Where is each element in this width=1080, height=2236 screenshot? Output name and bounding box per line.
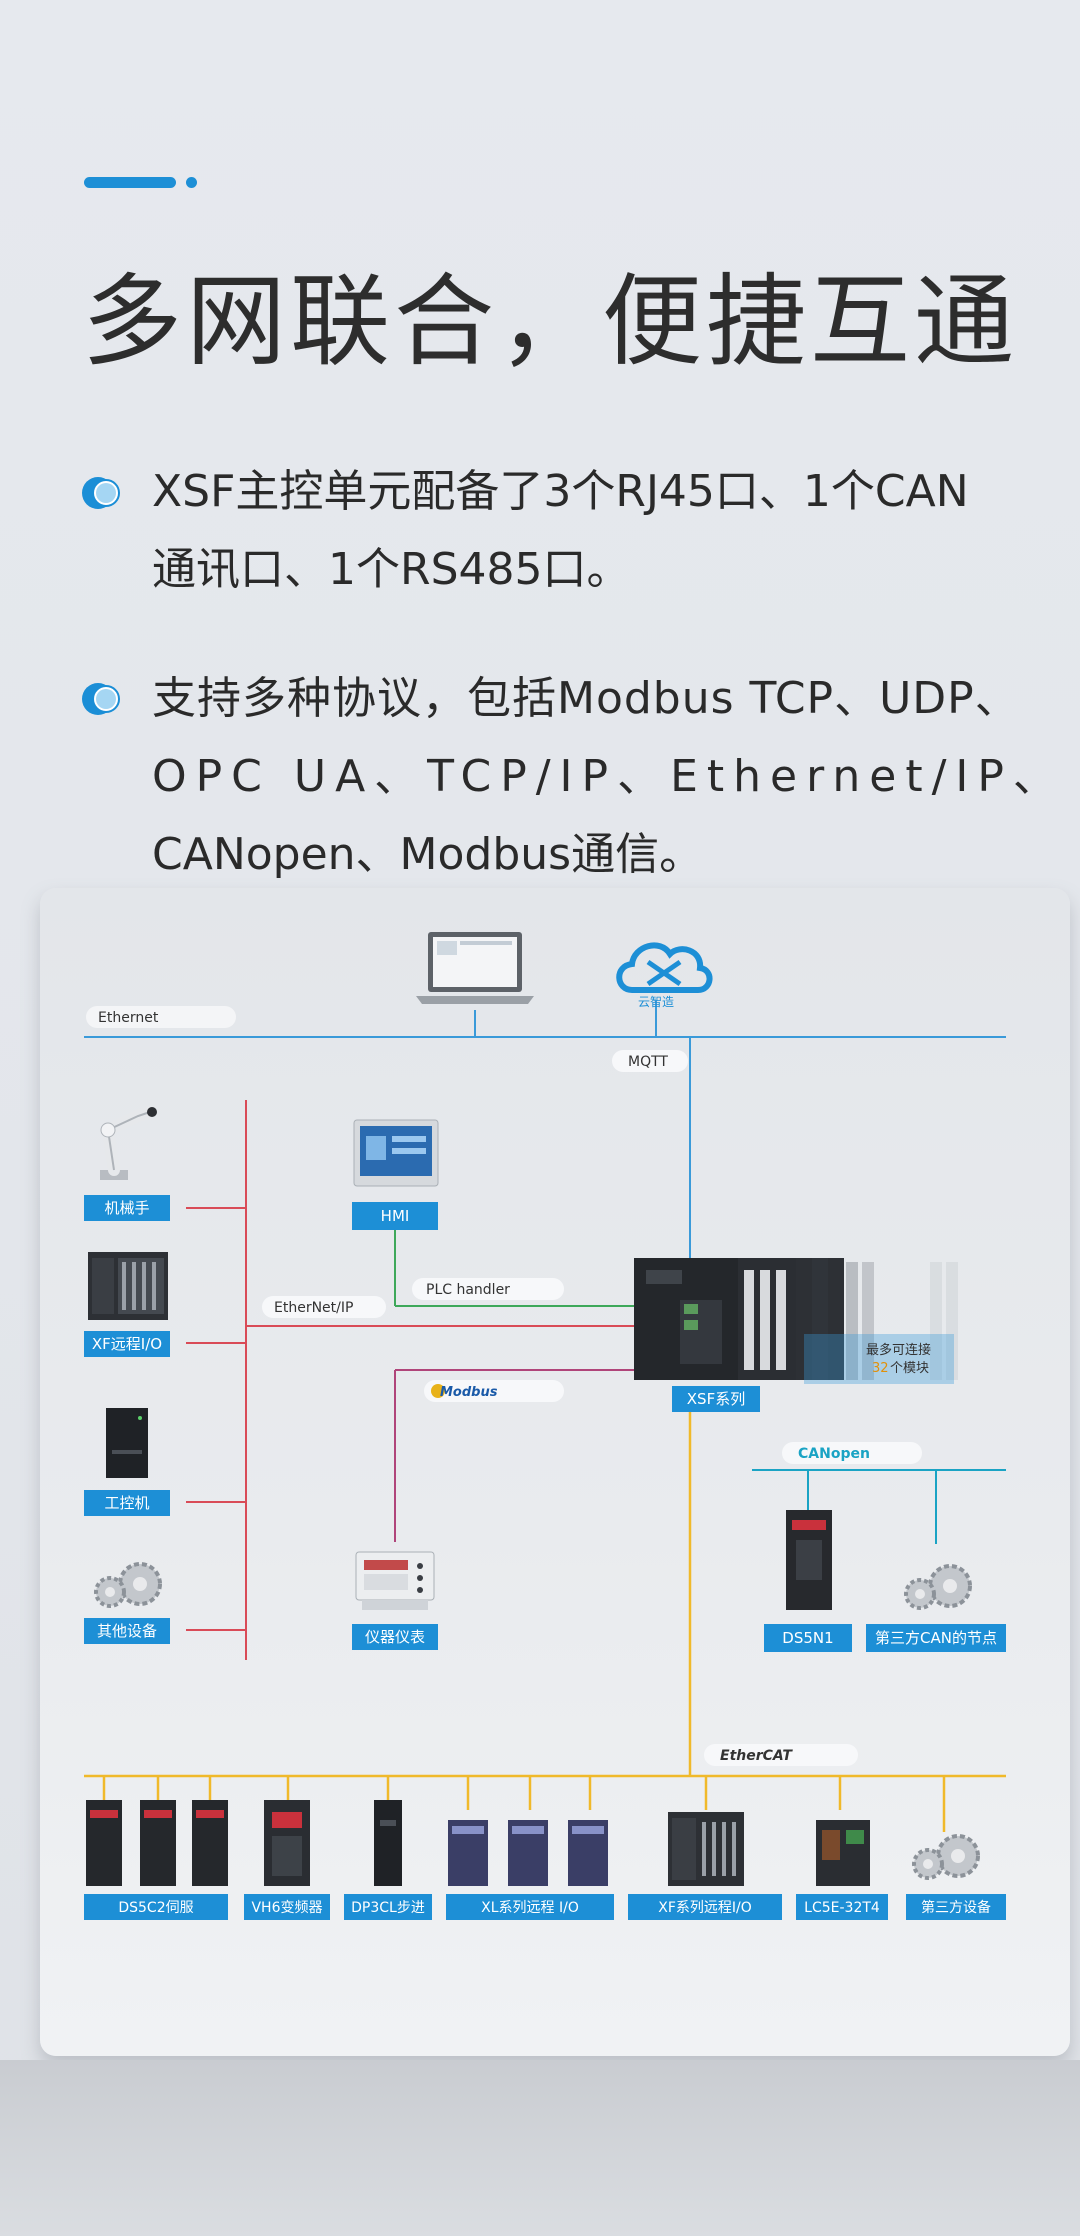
device-label-lc5e: LC5E-32T4 [796, 1894, 888, 1920]
canopen-lines [752, 1469, 1006, 1544]
bullet-2-line-1: 支持多种协议，包括Modbus TCP、UDP、 [152, 673, 1020, 724]
bullet-1-line-1: XSF主控单元配备了3个RJ45口、1个CAN [152, 466, 969, 517]
svg-text:PLC handler: PLC handler [426, 1282, 510, 1298]
hmi-icon [353, 1119, 439, 1187]
svg-text:DS5C2伺服: DS5C2伺服 [118, 1900, 193, 1916]
svg-text:LC5E-32T4: LC5E-32T4 [804, 1900, 880, 1916]
svg-text:VH6变频器: VH6变频器 [251, 1900, 322, 1916]
industrial-pc-icon [106, 1408, 148, 1478]
ds5c2-servo-icon [86, 1800, 228, 1886]
bullet-2-line-3: CANopen、Modbus通信。 [152, 829, 704, 880]
svg-text:机械手: 机械手 [104, 1199, 149, 1217]
xl-remote-io-icon [448, 1820, 608, 1886]
plc-handler-tag: PLC handler [412, 1278, 564, 1300]
module-note-number: 32 [872, 1361, 889, 1376]
device-label-dp3cl: DP3CL步进 [344, 1894, 432, 1920]
device-label-xf-io-2: XF系列远程I/O [628, 1894, 782, 1920]
module-note-line-1: 最多可连接 [866, 1342, 931, 1358]
device-label-xf-io: XF远程I/O [84, 1331, 170, 1357]
svg-text:DS5N1: DS5N1 [782, 1629, 833, 1647]
device-label-third-device: 第三方设备 [906, 1894, 1006, 1920]
device-label-other: 其他设备 [84, 1618, 170, 1644]
device-label-robot: 机械手 [84, 1195, 170, 1221]
device-label-xsf: XSF系列 [672, 1386, 760, 1412]
bullet-icon [82, 477, 124, 509]
svg-text:XSF系列: XSF系列 [687, 1390, 745, 1408]
svg-text:工控机: 工控机 [104, 1494, 149, 1512]
accent-dot [186, 177, 197, 188]
device-label-vh6: VH6变频器 [244, 1894, 330, 1920]
mqtt-tag: MQTT [612, 1050, 688, 1072]
third-party-device-gears-icon [912, 1834, 980, 1880]
svg-text:HMI: HMI [381, 1207, 410, 1225]
xsf-controller-icon [634, 1258, 958, 1384]
meter-icon [355, 1551, 435, 1610]
device-label-ds5c2: DS5C2伺服 [84, 1894, 228, 1920]
laptop-icon [416, 932, 534, 1004]
ethercat-lines [84, 1410, 1006, 1832]
bullet-2-line-2: OPC UA、TCP/IP、Ethernet/IP、 [152, 751, 1066, 802]
modbus-tag: Modbus [424, 1380, 564, 1402]
ethernet-ip-lines [186, 1100, 680, 1660]
ethernet-lines [84, 1000, 1006, 1290]
device-label-meter: 仪器仪表 [352, 1624, 438, 1650]
robot-arm-icon [100, 1106, 157, 1180]
plc-handler-lines [394, 1230, 680, 1307]
floor-shadow [0, 2060, 1080, 2236]
xf-remote-io-icon [88, 1252, 168, 1320]
module-note-line-2: 个模块 [890, 1361, 929, 1376]
device-label-ipc: 工控机 [84, 1490, 170, 1516]
gears-icon [94, 1562, 162, 1608]
ethernet-tag: Ethernet [86, 1006, 236, 1028]
svg-text:DP3CL步进: DP3CL步进 [351, 1900, 425, 1916]
svg-text:MQTT: MQTT [628, 1054, 668, 1070]
svg-text:XL系列远程 I/O: XL系列远程 I/O [481, 1900, 579, 1916]
ds5n1-drive-icon [786, 1510, 832, 1610]
device-label-ds5n1: DS5N1 [764, 1624, 852, 1652]
svg-text:EtherCAT: EtherCAT [720, 1748, 793, 1764]
svg-text:XF远程I/O: XF远程I/O [92, 1335, 162, 1353]
svg-text:EtherNet/IP: EtherNet/IP [274, 1300, 353, 1316]
bullet-icon [82, 683, 124, 715]
svg-text:第三方设备: 第三方设备 [921, 1899, 991, 1916]
bullet-1-line-2: 通讯口、1个RS485口。 [152, 544, 631, 595]
svg-text:第三方CAN的节点: 第三方CAN的节点 [875, 1629, 997, 1647]
lc5e-controller-icon [816, 1820, 870, 1886]
vh6-inverter-icon [264, 1800, 310, 1886]
modbus-lines [394, 1369, 680, 1542]
svg-text:仪器仪表: 仪器仪表 [365, 1628, 425, 1646]
cloud-icon [616, 942, 713, 993]
svg-text:其他设备: 其他设备 [97, 1622, 157, 1640]
accent-line [84, 177, 176, 188]
ethernet-ip-tag: EtherNet/IP [262, 1296, 386, 1318]
device-label-third-can: 第三方CAN的节点 [866, 1624, 1006, 1652]
third-party-can-gears-icon [904, 1564, 972, 1610]
ethercat-tag: EtherCAT [704, 1744, 858, 1766]
svg-text:XF系列远程I/O: XF系列远程I/O [658, 1900, 752, 1916]
canopen-tag: CANopen [782, 1442, 922, 1464]
svg-text:CANopen: CANopen [798, 1446, 870, 1462]
dp3cl-stepper-icon [374, 1800, 402, 1886]
cloud-label: 云智造 [638, 994, 674, 1009]
device-label-xl-io: XL系列远程 I/O [446, 1894, 614, 1920]
device-label-hmi: HMI [352, 1202, 438, 1230]
page-title: 多网联合，便捷互通 [82, 263, 1018, 380]
svg-text:Modbus: Modbus [440, 1385, 498, 1400]
xf-remote-io-icon-2 [668, 1812, 744, 1886]
svg-text:Ethernet: Ethernet [98, 1010, 159, 1026]
